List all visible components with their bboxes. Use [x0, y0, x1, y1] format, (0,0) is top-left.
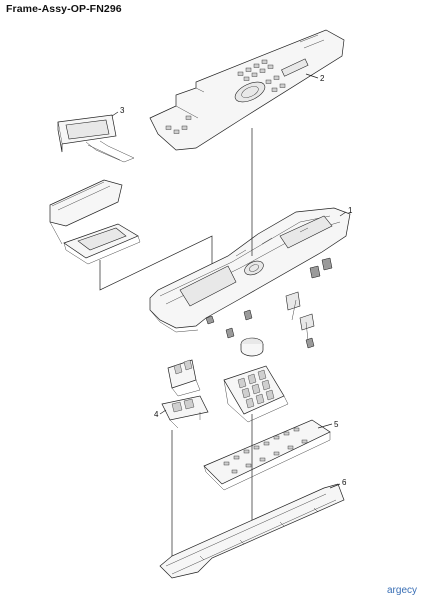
leader-bracket-frame: [99, 235, 213, 291]
part-1-main-frame: [149, 207, 351, 333]
callout-1: 1: [348, 206, 353, 215]
watermark-logo: argecy: [386, 585, 417, 596]
part-2-top-cover: [149, 29, 345, 151]
pcb-components: [223, 427, 308, 474]
part-3-lcd-module: [57, 114, 135, 163]
leader-pcb-base: [171, 414, 253, 560]
callout-leader-1: [339, 211, 347, 217]
callout-leader-3: [111, 111, 119, 117]
part-4-key-pad: [161, 395, 209, 429]
callout-6: 6: [342, 478, 347, 487]
callout-5: 5: [334, 420, 339, 429]
callout-2: 2: [320, 74, 325, 83]
frame-connectors: [205, 257, 333, 349]
part-5-pcb: [203, 419, 331, 491]
callout-leader-4: [159, 409, 167, 415]
callout-leader-5: [317, 423, 333, 429]
cover-key-grid: [165, 59, 286, 134]
keypad-keys: [237, 369, 275, 409]
callout-4: 4: [154, 410, 159, 419]
keypad-rubber-block: [223, 365, 289, 423]
button-cluster-left: [167, 359, 201, 397]
part-6-base-plate: [159, 483, 345, 579]
lcd-bracket: [49, 179, 141, 265]
diagram-title: Frame-Assy-OP-FN296: [6, 3, 122, 15]
dial-part: [240, 337, 264, 357]
callout-leader-2: [305, 73, 319, 79]
callout-leader-6: [329, 483, 341, 489]
callout-3: 3: [120, 106, 125, 115]
